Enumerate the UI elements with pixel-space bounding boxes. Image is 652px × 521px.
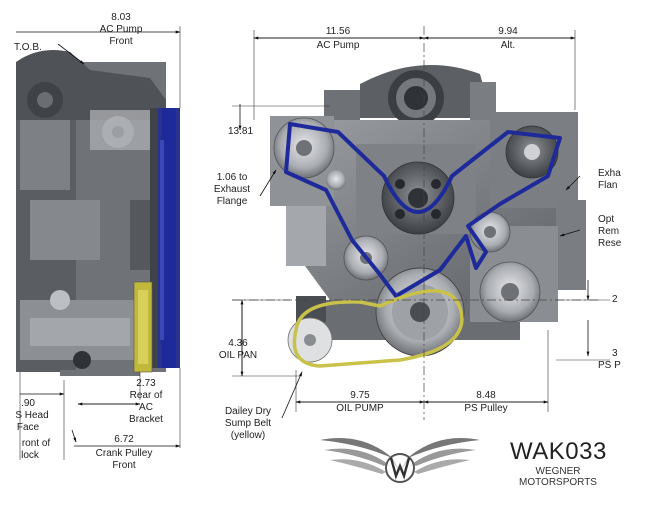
- side-dim-bracket-label3: Bracket: [129, 414, 163, 425]
- company-name-line2: MOTORSPORTS: [519, 477, 597, 488]
- front-dim-pspulley-value: 8.48: [476, 390, 496, 401]
- right-label-rese: Rese: [598, 238, 622, 249]
- front-view-dimensions: [232, 30, 610, 419]
- right-label-ps: PS P: [598, 360, 621, 371]
- side-dim-head-label1: S Head: [15, 410, 48, 421]
- side-dim-crank-value: 6.72: [114, 434, 134, 445]
- side-view-dimensions: [16, 26, 181, 460]
- company-name: WEGNER MOTORSPORTS: [512, 466, 604, 488]
- front-dim-exhaust-value: 1.06 to: [217, 172, 248, 183]
- wegner-wings-logo: [320, 438, 480, 483]
- right-label-exhaust: Exha: [598, 168, 621, 179]
- front-dim-oilpump-label: OIL PUMP: [336, 403, 384, 414]
- company-name-line1: WEGNER: [535, 466, 581, 477]
- dry-sump-belt-yellow: [292, 289, 464, 368]
- tob-label: T.O.B.: [14, 42, 42, 53]
- front-dim-oilpan-value: 4.36: [228, 338, 248, 349]
- side-dim-bracket-label2: AC: [139, 402, 153, 413]
- front-dim-pspulley-label: PS Pulley: [464, 403, 507, 414]
- right-label-opt: Opt: [598, 214, 614, 225]
- belt-note-line1: Dailey Dry: [225, 406, 271, 417]
- block-front-label1: ront of: [22, 438, 51, 449]
- block-front-label2: lock: [21, 450, 40, 461]
- front-dim-acpump-value: 11.56: [326, 26, 351, 37]
- belt-note-line3: (yellow): [231, 430, 265, 441]
- side-view-engine: [16, 49, 166, 376]
- part-number: WAK033: [510, 438, 607, 465]
- front-dim-height-value: 13.81: [228, 126, 253, 137]
- right-label-rem: Rem: [598, 226, 619, 237]
- front-dim-oilpump-value: 9.75: [350, 390, 370, 401]
- front-dim-oilpan-label: OIL PAN: [219, 350, 257, 361]
- side-view-belt-stack: [150, 108, 180, 368]
- side-dim-acpump-label1: AC Pump: [100, 24, 143, 35]
- serpentine-belt-blue: [284, 122, 562, 298]
- side-dim-acpump-label2: Front: [109, 36, 133, 47]
- side-dim-bracket-label1: Rear of: [130, 390, 163, 401]
- right-dim-value-3: 3: [612, 348, 618, 359]
- front-dim-exhaust-label2: Flange: [217, 196, 248, 207]
- side-dim-bracket-value: 2.73: [136, 378, 156, 389]
- front-dim-acpump-label: AC Pump: [317, 40, 360, 51]
- side-dim-head-value: .90: [21, 398, 35, 409]
- side-dim-crank-label1: Crank Pulley: [96, 448, 153, 459]
- front-dim-exhaust-label1: Exhaust: [214, 184, 250, 195]
- side-dim-crank-label2: Front: [112, 460, 136, 471]
- side-dim-acpump-value: 8.03: [111, 12, 131, 23]
- front-dim-alt-label: Alt.: [501, 40, 515, 51]
- side-view-ac-bracket: [133, 281, 153, 373]
- front-view-pulleys: [273, 117, 559, 363]
- right-label-flange: Flan: [598, 180, 617, 191]
- belt-note-line2: Sump Belt: [225, 418, 271, 429]
- front-dim-alt-value: 9.94: [498, 26, 518, 37]
- right-dim-value-2: 2: [612, 294, 618, 305]
- side-dim-head-label2: Face: [17, 422, 40, 433]
